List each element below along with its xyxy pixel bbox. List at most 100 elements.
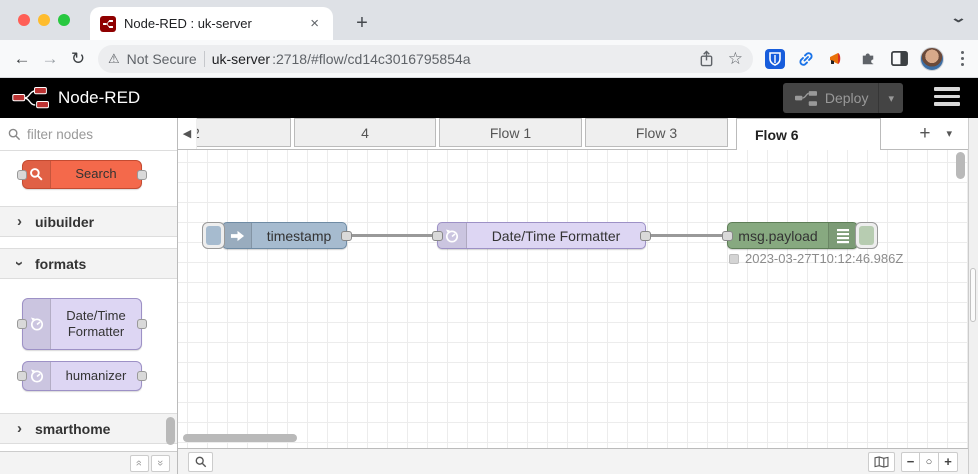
debug-enable-toggle[interactable] <box>855 222 878 249</box>
search-icon <box>8 128 21 140</box>
forward-icon[interactable]: → <box>41 48 59 68</box>
chevron-right-icon: › <box>17 213 22 230</box>
double-chevron-down-icon: » <box>154 459 167 467</box>
sidebar-separator[interactable] <box>968 118 978 474</box>
node-label: msg.payload <box>738 227 818 244</box>
inject-node-timestamp[interactable]: timestamp <box>202 222 352 249</box>
browser-tab-strip: Node-RED : uk-server × + ⌄ <box>0 0 978 40</box>
reload-icon[interactable]: ↻ <box>70 48 86 68</box>
zoom-reset-button[interactable]: ○ <box>920 451 939 472</box>
flow-tab-4[interactable]: 4 <box>294 118 436 147</box>
canvas-footer: − ○ + <box>178 448 968 474</box>
output-port[interactable] <box>341 231 352 241</box>
output-port[interactable] <box>640 231 651 241</box>
palette-node-search[interactable]: Search <box>17 160 147 189</box>
flow-tab-flow3[interactable]: Flow 3 <box>585 118 728 147</box>
browser-tab-title: Node-RED : uk-server <box>124 16 252 31</box>
wire <box>346 234 438 237</box>
datetime-formatter-node[interactable]: Date/Time Formatter <box>432 222 651 249</box>
tab-scroll-left-icon[interactable]: ◀ <box>178 118 197 149</box>
debug-list-icon <box>828 223 857 248</box>
main-area: Search › uibuilder › formats <box>0 118 978 474</box>
palette-scroll-area: Search › uibuilder › formats <box>0 151 177 451</box>
nodered-favicon-icon <box>100 15 116 32</box>
canvas-horizontal-scrollbar[interactable] <box>183 434 297 442</box>
timer-icon <box>438 223 467 248</box>
not-secure-warning-icon: ⚠ <box>108 50 120 66</box>
palette-category-uibuilder[interactable]: › uibuilder <box>0 206 177 237</box>
url-host: uk-server <box>211 50 271 67</box>
expand-all-button[interactable]: » <box>151 454 170 472</box>
fullscreen-window-button[interactable] <box>58 14 70 26</box>
palette-node-label: Date/Time Formatter <box>66 307 126 339</box>
filter-nodes-input[interactable] <box>27 126 169 142</box>
security-label: Not Secure <box>126 50 197 67</box>
share-icon[interactable] <box>699 50 714 67</box>
browser-tab[interactable]: Node-RED : uk-server × <box>90 7 333 40</box>
minimize-window-button[interactable] <box>38 14 50 26</box>
zoom-in-button[interactable]: + <box>939 451 958 472</box>
deploy-label: Deploy <box>824 90 869 106</box>
flow-tab-clipped[interactable]: 2 <box>197 118 291 147</box>
input-port[interactable] <box>432 231 443 241</box>
workspace: ◀ 2 4 Flow 1 Flow 3 Flow 6 + ▾ <box>178 118 968 474</box>
tab-search-chevron-icon[interactable]: ⌄ <box>949 10 968 25</box>
deploy-options-caret-icon[interactable]: ▾ <box>878 83 903 113</box>
canvas-search-button[interactable] <box>188 451 213 472</box>
close-window-button[interactable] <box>18 14 30 26</box>
zoom-out-button[interactable]: − <box>901 451 920 472</box>
flow-tab-bar: ◀ 2 4 Flow 1 Flow 3 Flow 6 + ▾ <box>178 118 968 150</box>
main-menu-icon[interactable] <box>934 87 960 106</box>
extensions-puzzle-icon[interactable] <box>858 49 878 69</box>
palette-footer: » » <box>0 451 177 474</box>
flow-tab-flow6-active[interactable]: Flow 6 <box>736 118 881 150</box>
app-title: Node-RED <box>58 88 141 107</box>
palette-node-datetime-formatter[interactable]: Date/Time Formatter <box>17 298 147 350</box>
canvas-vertical-scrollbar[interactable] <box>956 152 965 179</box>
megaphone-extension-icon[interactable] <box>827 49 847 69</box>
bookmark-star-icon[interactable]: ☆ <box>727 48 743 68</box>
palette-node-label: Search <box>75 166 117 182</box>
address-bar[interactable]: ⚠ Not Secure uk-server:2718/#flow/cd14c3… <box>98 44 753 73</box>
chevron-right-icon: › <box>17 420 22 437</box>
flow-canvas[interactable]: timestamp Date/Time Formatter <box>178 150 968 448</box>
timer-icon <box>23 362 51 390</box>
nodered-logo-icon <box>12 87 49 109</box>
palette-category-formats[interactable]: › formats <box>0 248 177 279</box>
profile-avatar[interactable] <box>920 46 944 71</box>
extension-icons <box>765 46 970 71</box>
palette-search-row <box>0 118 177 151</box>
palette-node-humanizer[interactable]: humanizer <box>17 361 147 391</box>
node-palette: Search › uibuilder › formats <box>0 118 178 474</box>
flow-list-caret-icon[interactable]: ▾ <box>946 128 952 140</box>
collapse-all-button[interactable]: » <box>130 454 149 472</box>
debug-node-status: 2023-03-27T10:12:46.986Z <box>729 251 903 266</box>
node-label: timestamp <box>266 227 332 244</box>
add-flow-button[interactable]: + <box>919 122 931 144</box>
palette-node-label: humanizer <box>65 367 127 383</box>
status-text: 2023-03-27T10:12:46.986Z <box>745 251 904 266</box>
palette-category-smarthome[interactable]: › smarthome <box>0 413 177 444</box>
palette-scrollbar[interactable] <box>166 417 175 445</box>
url-path: :2718/#flow/cd14c3016795854a <box>272 50 471 67</box>
input-port[interactable] <box>722 231 733 241</box>
flow-tab-flow1[interactable]: Flow 1 <box>439 118 582 147</box>
new-tab-button[interactable]: + <box>356 11 368 34</box>
side-panel-icon[interactable] <box>889 49 909 69</box>
omnibox-divider <box>203 50 205 67</box>
chevron-down-icon: › <box>11 261 28 266</box>
timer-icon <box>23 299 51 349</box>
sidebar-drag-handle[interactable] <box>970 268 976 322</box>
deploy-icon <box>794 90 817 106</box>
navigator-button[interactable] <box>868 451 895 472</box>
zoom-controls: − ○ + <box>901 451 958 472</box>
search-node-icon <box>23 161 51 188</box>
link-extension-icon[interactable] <box>796 49 816 69</box>
bitwarden-extension-icon[interactable] <box>765 48 785 69</box>
inject-trigger-button[interactable] <box>202 222 225 249</box>
chrome-menu-icon[interactable] <box>955 51 970 66</box>
back-icon[interactable]: ← <box>13 48 31 68</box>
deploy-button[interactable]: Deploy ▾ <box>782 83 903 113</box>
close-tab-icon[interactable]: × <box>310 15 319 32</box>
debug-node-msg-payload[interactable]: msg.payload <box>722 222 878 249</box>
